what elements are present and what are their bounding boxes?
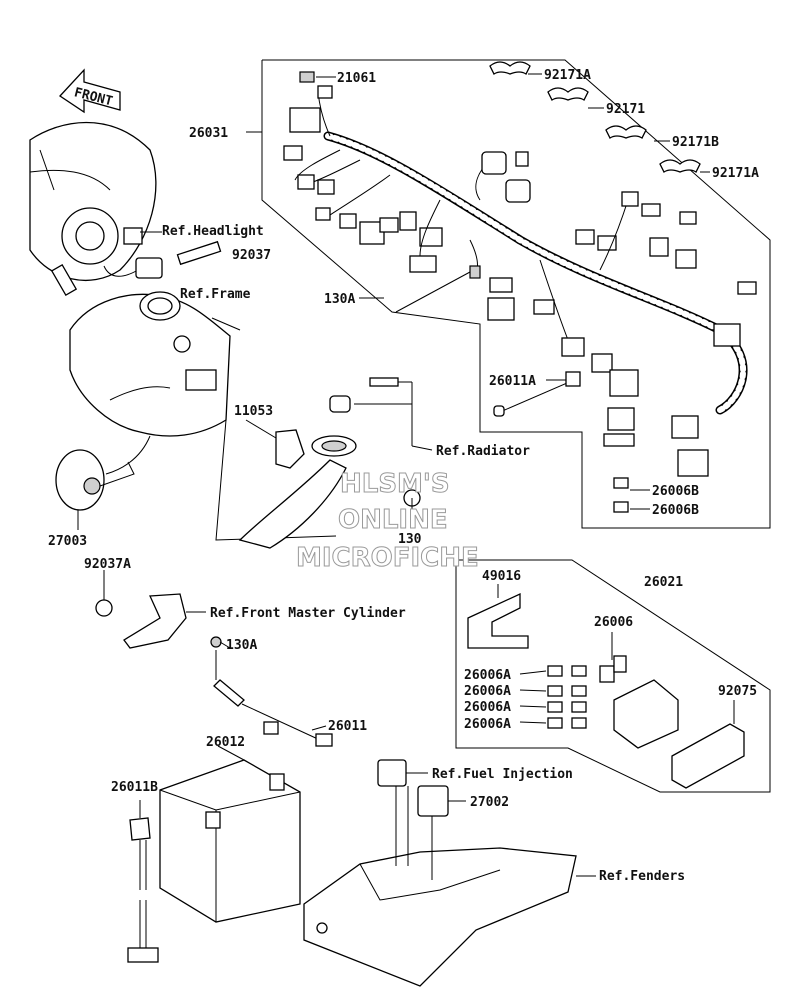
label-26011A: 26011A [489,374,536,389]
label-21061: 21061 [337,71,376,86]
frame-assembly [69,291,337,541]
harness-clips [299,61,701,173]
battery-26012 [159,745,301,923]
label-27003: 27003 [48,534,87,549]
label-26011B: 26011B [111,780,158,795]
ref-headlight: Ref.Headlight [162,224,264,239]
radiator-bracket-assembly [238,377,433,549]
horn-27003 [55,449,135,530]
fusebox-group-outline [455,559,771,793]
label-92171: 92171 [606,102,645,117]
label-92171A-bottom: 92171A [712,166,759,181]
ref-radiator: Ref.Radiator [436,444,530,459]
hose-clamp-92037A [95,570,206,649]
ref-frame: Ref.Frame [180,287,251,302]
label-26006: 26006 [594,615,633,630]
label-92171A-top: 92171A [544,68,591,83]
watermark-line2: ONLINE [338,505,448,535]
label-49016: 49016 [482,569,521,584]
label-26006A-2: 26006A [464,684,511,699]
band-92037-icon [176,240,222,266]
relay-27002 [417,785,466,817]
part-21061-icon [299,71,315,83]
ref-front-master-cylinder: Ref.Front Master Cylinder [210,606,406,621]
label-27002: 27002 [470,795,509,810]
label-92171B: 92171B [672,135,719,150]
ref-fuel-injection: Ref.Fuel Injection [432,767,573,782]
label-92037: 92037 [232,248,271,263]
label-130A-lower: 130A [226,638,257,653]
label-26031: 26031 [189,126,228,141]
label-26021: 26021 [644,575,683,590]
leader-lines-harness [246,73,710,510]
front-arrow-icon: FRONT [59,68,121,114]
watermark-line1: HLSM'S [340,469,450,499]
harness-group-outline [261,59,771,529]
ref-fenders: Ref.Fenders [599,869,685,884]
watermark: HLSM'S ONLINE MICROFICHE [296,469,480,574]
headlight-assembly [29,121,163,297]
label-26006B-1: 26006B [652,484,699,499]
watermark-line3: MICROFICHE [296,543,479,573]
leader-lines-fusebox [219,584,735,731]
label-26006A-3: 26006A [464,700,511,715]
label-11053: 11053 [234,404,273,419]
label-26006B-2: 26006B [652,503,699,518]
label-92075: 92075 [718,684,757,699]
relay-fuel-injection [377,759,428,787]
label-26012: 26012 [206,735,245,750]
label-26011: 26011 [328,719,367,734]
label-130: 130 [398,532,422,547]
main-wiring-harness [283,85,757,513]
label-130A-upper: 130A [324,292,355,307]
label-26006A-1: 26006A [464,668,511,683]
battery-band-26011B [127,800,159,963]
fuse-box-assembly [467,592,745,789]
ground-lead-26011 [210,636,333,747]
label-26006A-4: 26006A [464,717,511,732]
rear-fender-assembly [303,786,596,987]
label-92037A: 92037A [84,557,131,572]
